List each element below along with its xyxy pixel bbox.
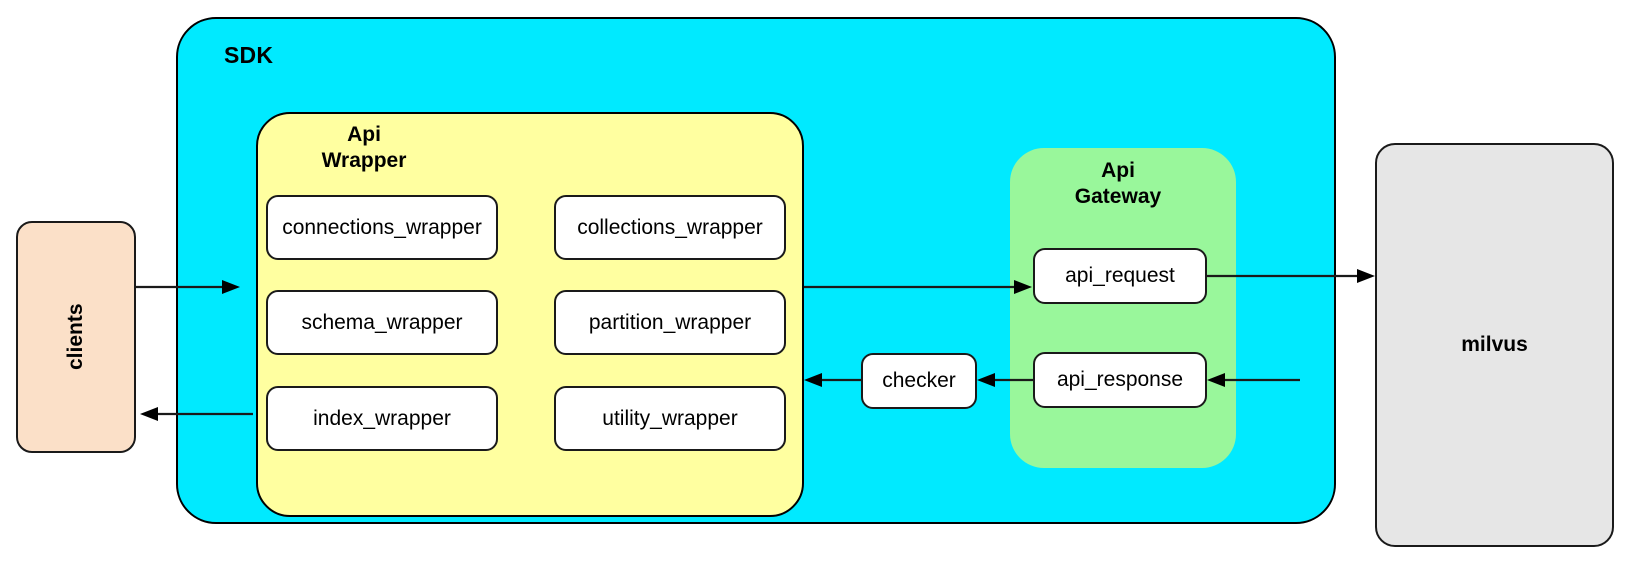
sdk-label: SDK xyxy=(224,42,274,68)
api-gateway-label-line1: Api xyxy=(1101,159,1135,182)
node-index-wrapper[interactable]: index_wrapper xyxy=(266,386,498,451)
node-partition-wrapper[interactable]: partition_wrapper xyxy=(554,290,786,355)
milvus-box[interactable]: milvus xyxy=(1375,143,1614,547)
arrow-milvus-to-api-response xyxy=(1207,373,1300,387)
api-gateway-label-line2: Gateway xyxy=(1074,185,1162,208)
node-connections-wrapper[interactable]: connections_wrapper xyxy=(266,195,498,260)
node-api-response[interactable]: api_response xyxy=(1033,352,1207,408)
arrow-api-wrapper-to-api-request xyxy=(804,280,1032,294)
node-utility-wrapper[interactable]: utility_wrapper xyxy=(554,386,786,451)
api-wrapper-label-line2: Wrapper xyxy=(321,149,407,172)
arrow-clients-to-api-wrapper xyxy=(136,280,240,294)
node-api-request[interactable]: api_request xyxy=(1033,248,1207,304)
node-collections-wrapper[interactable]: collections_wrapper xyxy=(554,195,786,260)
arrow-checker-to-api-wrapper xyxy=(804,373,861,387)
clients-box[interactable]: clients xyxy=(16,221,136,453)
arrow-api-wrapper-to-clients xyxy=(140,407,253,421)
node-checker[interactable]: checker xyxy=(861,353,977,409)
arrow-api-request-to-milvus xyxy=(1207,269,1375,283)
node-schema-wrapper[interactable]: schema_wrapper xyxy=(266,290,498,355)
api-wrapper-label-line1: Api xyxy=(347,123,381,146)
arrow-api-response-to-checker xyxy=(977,373,1033,387)
